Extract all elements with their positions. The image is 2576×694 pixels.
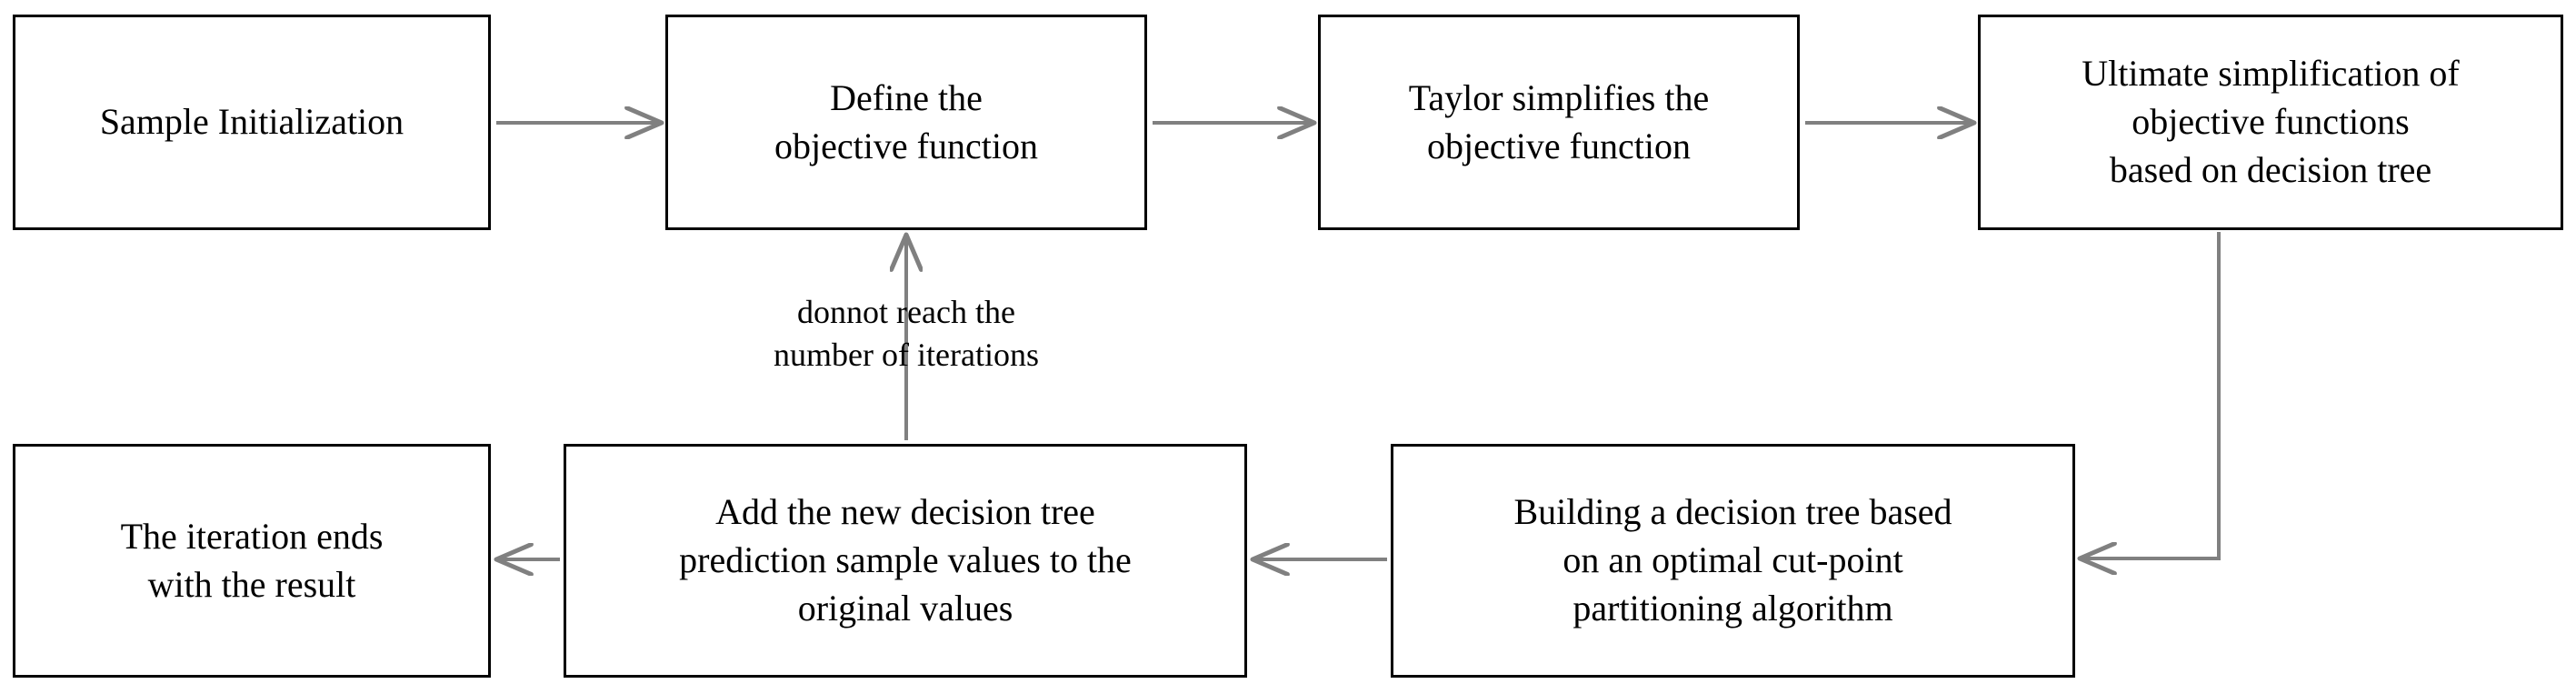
node-taylor-simplifies[interactable]: Taylor simplifies the objective function — [1318, 15, 1800, 230]
node-define-objective-function-label: Define the objective function — [774, 76, 1038, 166]
node-ultimate-simplification-label: Ultimate simplification of objective fun… — [2082, 53, 2460, 190]
node-sample-initialization-label: Sample Initialization — [99, 101, 404, 143]
node-add-new-decision-tree[interactable]: Add the new decision tree prediction sam… — [564, 444, 1247, 678]
node-sample-initialization[interactable]: Sample Initialization — [13, 15, 491, 230]
node-define-objective-function[interactable]: Define the objective function — [665, 15, 1147, 230]
node-iteration-ends-label: The iteration ends with the result — [120, 515, 384, 605]
node-add-new-decision-tree-label: Add the new decision tree prediction sam… — [679, 491, 1132, 629]
node-iteration-ends[interactable]: The iteration ends with the result — [13, 444, 491, 678]
node-building-decision-tree[interactable]: Building a decision tree based on an opt… — [1391, 444, 2075, 678]
edge-label-donnot-reach-iterations: donnot reach the number of iterations — [774, 294, 1039, 373]
edge-ultimate-to-building — [2080, 232, 2221, 558]
node-taylor-simplifies-label: Taylor simplifies the objective function — [1408, 76, 1710, 166]
node-building-decision-tree-label: Building a decision tree based on an opt… — [1513, 491, 1952, 629]
node-ultimate-simplification[interactable]: Ultimate simplification of objective fun… — [1978, 15, 2563, 230]
